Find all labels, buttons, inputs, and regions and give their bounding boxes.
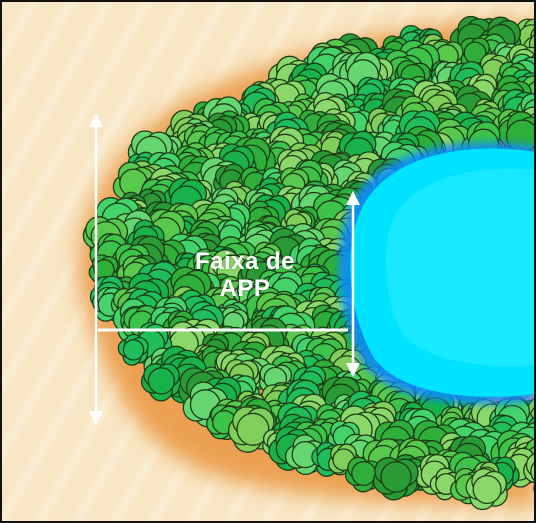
forest-canopy <box>82 15 536 511</box>
outer-double-arrow <box>89 113 103 425</box>
tree-crown <box>140 363 182 402</box>
texture-stripe <box>0 0 39 70</box>
tree-crown <box>227 406 277 453</box>
arrow-head-up-icon <box>89 113 103 127</box>
arrow-head-down-icon <box>89 411 103 425</box>
tree-crown <box>459 37 493 71</box>
texture-stripe <box>0 0 191 335</box>
inner-double-arrow <box>346 191 360 377</box>
tree-crown <box>182 381 229 428</box>
texture-stripe <box>0 0 115 202</box>
tree-crown <box>117 333 149 366</box>
arrow-head-down-icon <box>346 363 360 377</box>
arrow-head-up-icon <box>346 191 360 205</box>
tree-crown <box>372 457 419 501</box>
texture-stripe <box>0 0 77 136</box>
tree-crown <box>465 468 508 511</box>
texture-stripe <box>0 0 153 269</box>
water-body <box>338 142 536 404</box>
